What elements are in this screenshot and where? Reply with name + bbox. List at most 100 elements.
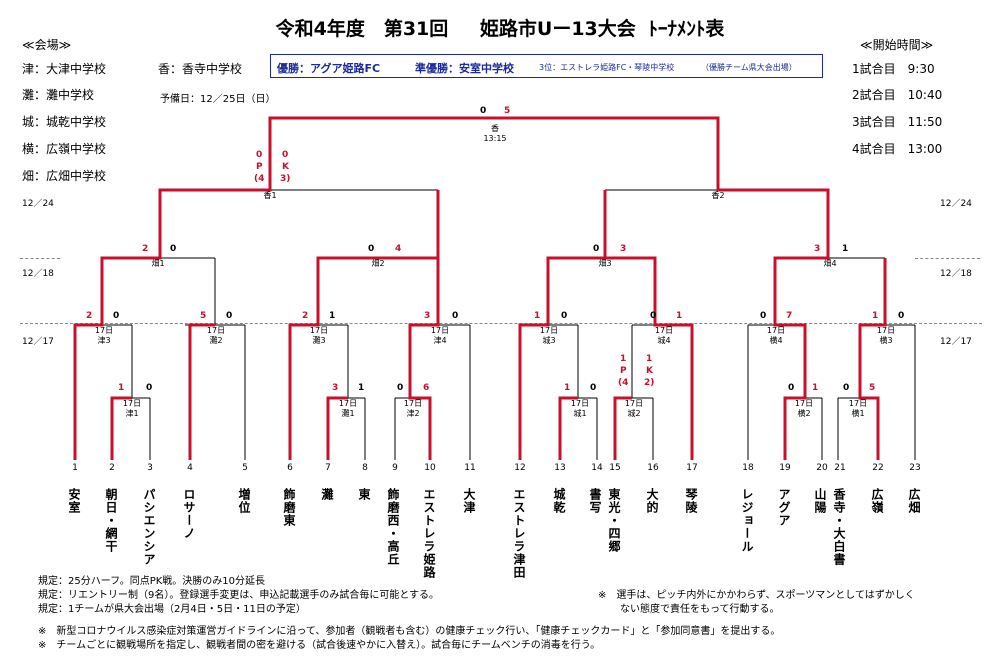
- score: 0: [561, 311, 568, 321]
- winner-line: [188, 323, 215, 460]
- winner-line: [288, 190, 440, 460]
- venue-item: 灘：灘中学校: [22, 88, 95, 102]
- team-name: 飾磨西・高丘: [386, 488, 400, 566]
- team-name: 大的: [645, 488, 659, 514]
- team-number: 6: [287, 463, 293, 473]
- team-name: 香寺・大白書: [832, 488, 846, 566]
- note-text: ない態度で責任をもって行動する。: [620, 604, 780, 615]
- date-label: 12／24: [22, 199, 54, 209]
- team-name: 朝日・網干: [104, 488, 118, 553]
- game-r0: 17日灘1: [338, 399, 358, 418]
- game-r1: 17日城3: [539, 326, 559, 345]
- score: 0: [282, 150, 289, 160]
- team-number: 18: [742, 463, 754, 473]
- score: 0: [146, 383, 153, 393]
- team-number: 3: [147, 463, 153, 473]
- score: 0: [256, 150, 263, 160]
- team-name: 飾磨東: [282, 488, 296, 527]
- team-name: 書写: [588, 488, 602, 514]
- team-name: 東: [357, 488, 371, 501]
- game-sf2: 香2: [711, 191, 725, 200]
- team-name: パシエンシア: [142, 488, 156, 566]
- qualify-note: （優勝チーム県大会出場）: [701, 63, 797, 72]
- date-label: 12／18: [940, 269, 972, 279]
- date-label: 12／24: [940, 199, 972, 209]
- team-name: アグア: [777, 488, 791, 527]
- score: 1: [646, 354, 653, 364]
- winner-line: [495, 116, 830, 460]
- rule-text: 規定：リエントリー制（9名）。登録選手変更は、申込記載選手のみ試合毎に可能とする…: [38, 590, 440, 601]
- score: 0: [113, 311, 120, 321]
- third-place-label: 3位：エストレラ姫路FC・琴陵中学校: [539, 63, 675, 72]
- score: 1: [564, 383, 571, 393]
- team-number: 4: [187, 463, 193, 473]
- score: 0: [170, 244, 177, 254]
- score: 1: [534, 311, 541, 321]
- time-header: ≪開始時間≫: [860, 38, 934, 52]
- team-number: 15: [609, 463, 621, 473]
- team-number: 21: [834, 463, 846, 473]
- team-number: 10: [424, 463, 436, 473]
- winner-line: [605, 256, 694, 460]
- team-name: エストレラ姫路: [422, 488, 436, 579]
- game-qf3: 畑3: [598, 259, 612, 268]
- time-item: 4試合目 13:00: [852, 142, 943, 156]
- team-number: 9: [392, 463, 398, 473]
- winner-line: [858, 258, 887, 460]
- team-name: 灘: [320, 488, 334, 501]
- team-name: 大津: [462, 488, 476, 514]
- score: 0: [788, 383, 795, 393]
- score: 0: [226, 311, 233, 321]
- score: (4: [254, 174, 265, 184]
- game-r0: 17日城2: [624, 399, 644, 418]
- score: 7: [786, 311, 793, 321]
- team-name: ロサーノ: [182, 488, 196, 540]
- score: 0: [650, 311, 657, 321]
- game-r1: 17日横3: [876, 326, 896, 345]
- score: 5: [504, 106, 511, 116]
- team-number: 17: [686, 463, 698, 473]
- score: 3: [620, 244, 627, 254]
- score: 3): [280, 174, 291, 184]
- reserve-day: 予備日：12／25日（日）: [160, 94, 276, 105]
- team-number: 7: [325, 463, 331, 473]
- team-name: 東光・四郷: [607, 488, 621, 553]
- note-text: ※ 新型コロナウイルス感染症対策運営ガイドラインに沿って、参加者（観戦者も含む）…: [38, 626, 781, 637]
- game-sf1: 香1: [263, 191, 277, 200]
- venue-item: 横：広嶺中学校: [22, 142, 107, 156]
- score: 0: [452, 311, 459, 321]
- team-number: 1: [72, 463, 78, 473]
- page-title: 令和4年度 第31回 姫路市Uー13大会 ﾄｰﾅﾒﾝﾄ表: [275, 18, 725, 40]
- score: 5: [200, 311, 207, 321]
- rule-text: 規定：25分ハーフ。同点PK戦。決勝のみ10分延長: [38, 576, 266, 587]
- score: 3: [424, 311, 431, 321]
- winner-line: [73, 116, 495, 460]
- score: 1: [872, 311, 879, 321]
- winner-line: [518, 190, 607, 460]
- score: 0: [590, 383, 597, 393]
- score: 0: [480, 106, 487, 116]
- score: 2: [302, 311, 309, 321]
- bracket-line: [149, 325, 916, 460]
- team-name: 山陽: [813, 488, 827, 514]
- team-number: 13: [554, 463, 566, 473]
- team-name: 広畑: [907, 488, 921, 514]
- runner-up-label: 準優勝：安室中学校: [415, 62, 514, 75]
- score: 1: [118, 383, 125, 393]
- game-r0: 17日津2: [403, 399, 423, 418]
- score: 2): [644, 378, 655, 388]
- team-number: 8: [362, 463, 368, 473]
- score: 1: [620, 354, 627, 364]
- game-qf4: 畑4: [823, 259, 837, 268]
- score: K: [646, 366, 653, 376]
- date-label: 12／17: [22, 337, 54, 347]
- winner-line: [326, 396, 348, 460]
- winner-line: [110, 396, 132, 460]
- winner-line: [613, 396, 632, 460]
- score: 6: [423, 383, 430, 393]
- team-number: 19: [779, 463, 791, 473]
- game-r1: 17日津4: [430, 326, 450, 345]
- team-number: 11: [464, 463, 476, 473]
- team-number: 12: [514, 463, 526, 473]
